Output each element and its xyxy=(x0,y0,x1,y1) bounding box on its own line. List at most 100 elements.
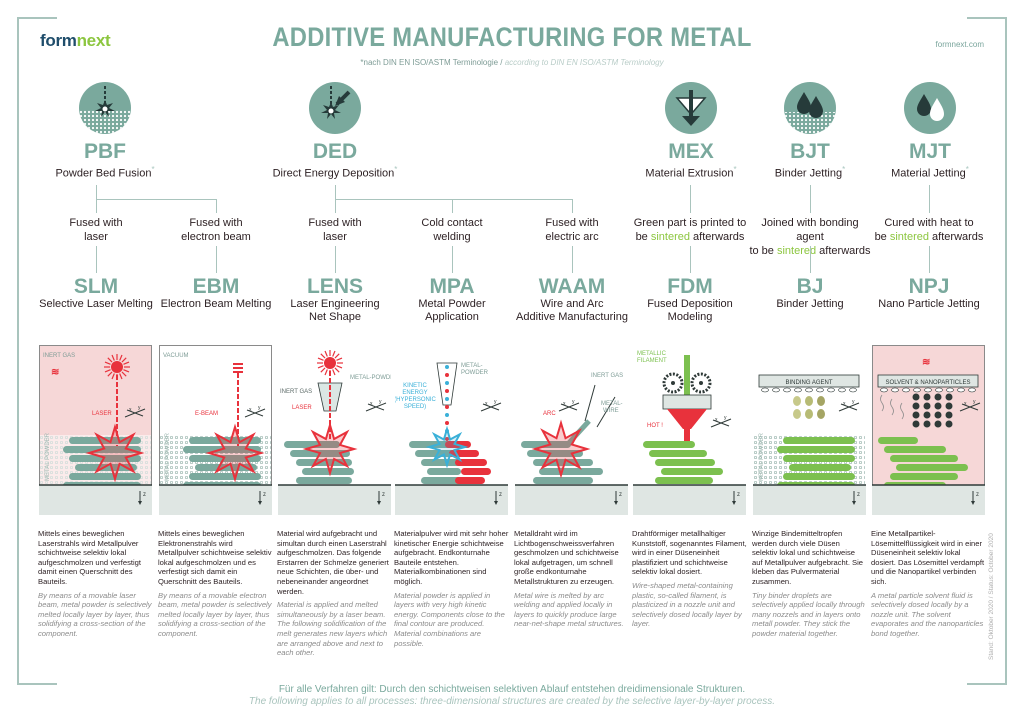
build-platform xyxy=(872,485,985,515)
svg-text:x: x xyxy=(964,401,967,407)
frame-corner xyxy=(967,17,1007,19)
description-en: Material powder is applied in layers wit… xyxy=(394,590,505,648)
asterisk: * xyxy=(965,165,969,174)
diagram-label: POWDER xyxy=(461,370,489,376)
connector-line xyxy=(572,246,573,273)
svg-text:y: y xyxy=(494,399,497,405)
method-line1: Green part is printed to xyxy=(633,217,747,229)
binder-droplets-icon xyxy=(784,82,836,134)
method-line2: be sintered afterwards xyxy=(867,230,991,244)
diagram-label: KINETIC xyxy=(403,383,427,389)
process-name-line2: Application xyxy=(425,311,479,323)
process-abbr: SLM xyxy=(73,275,119,298)
process-description: Eine Metallpartikel-Lösemittelflüssigkei… xyxy=(871,529,986,639)
process-name-line1: Fused Deposition xyxy=(647,298,733,310)
svg-text:x: x xyxy=(715,417,718,423)
svg-text:z: z xyxy=(382,492,385,498)
material-layer xyxy=(455,459,487,466)
melt-pool-burst xyxy=(531,419,591,479)
asterisk: * xyxy=(733,165,737,174)
material-layer xyxy=(461,468,491,475)
method-text: afterwards xyxy=(929,231,984,243)
category-abbr: MEX xyxy=(668,140,714,163)
laser-deposition-icon xyxy=(309,82,361,134)
process-method: Green part is printed to be sintered aft… xyxy=(628,216,752,244)
process-method: Cured with heat to be sintered afterward… xyxy=(867,216,991,244)
diagram-label: METAL POWDER xyxy=(45,432,51,481)
process-diagram-lens: METAL-POWDER INERT GAS LASER xy z xyxy=(278,345,391,515)
process-name-line1: Binder Jetting xyxy=(776,298,844,310)
material-droplets-icon xyxy=(904,82,956,134)
binder-droplets xyxy=(793,396,825,419)
diagram-label: METAL POWDER xyxy=(165,432,171,481)
melt-pool-burst xyxy=(302,421,358,477)
process-name-line1: Electron Beam Melting xyxy=(160,298,272,310)
frame-corner xyxy=(17,683,57,685)
category-mjt: MJT Material Jetting* xyxy=(850,82,1010,181)
process-slm: SLM Selective Laser Melting xyxy=(31,276,161,311)
process-description: Winzige Bindemitteltropfen werden durch … xyxy=(752,529,867,639)
method-text: laser xyxy=(323,231,347,243)
svg-text:x: x xyxy=(129,407,132,413)
method-text: welding xyxy=(433,231,471,243)
process-abbr: LENS xyxy=(306,275,363,298)
gear-icon xyxy=(690,372,712,394)
process-name-line1: Laser Engineering xyxy=(290,298,380,310)
diagram-label: METAL- xyxy=(601,401,623,407)
category-name: Material Extrusion* xyxy=(611,163,771,181)
process-abbr: BJ xyxy=(796,275,824,298)
svg-text:x: x xyxy=(563,401,566,407)
svg-text:y: y xyxy=(379,399,382,405)
material-layer xyxy=(896,464,968,471)
diagram-label: ENERGY xyxy=(402,390,427,396)
process-abbr: FDM xyxy=(667,275,713,298)
process-method: Fused with electron beam xyxy=(156,216,276,244)
melt-pool-burst xyxy=(85,423,145,483)
method-line1: Fused with xyxy=(189,217,243,229)
laser-source-icon xyxy=(317,350,343,376)
process-waam: WAAM Wire and Arc Additive Manufacturing xyxy=(507,276,637,324)
heat-icon: ≋ xyxy=(922,357,930,368)
diagram-label: (HYPERSONIC xyxy=(395,397,437,403)
material-layer xyxy=(296,477,352,484)
method-highlight: sintered xyxy=(776,245,817,257)
method-line2: be sintered afterwards xyxy=(628,230,752,244)
subtitle-de: *nach DIN EN ISO/ASTM Terminologie / xyxy=(360,58,505,67)
method-text: afterwards xyxy=(690,231,745,243)
material-layer xyxy=(189,473,261,480)
diagram-label: ARC xyxy=(543,411,556,417)
material-layer xyxy=(643,441,695,448)
material-layer xyxy=(302,468,354,475)
method-line2: to be sintered afterwards xyxy=(748,244,872,258)
material-layer xyxy=(890,455,958,462)
website-link[interactable]: formnext.com xyxy=(935,40,984,49)
laser-powder-bed-icon xyxy=(79,82,131,134)
category-abbr: MJT xyxy=(909,140,951,163)
material-layer xyxy=(539,468,603,475)
method-line1: Fused with xyxy=(545,217,599,229)
impact-burst xyxy=(425,425,469,469)
category-name-text: Direct Energy Deposition xyxy=(272,167,395,180)
category-abbr: DED xyxy=(312,140,358,163)
build-platform xyxy=(159,485,272,515)
nozzle-row xyxy=(761,387,857,393)
description-de: Winzige Bindemitteltropfen werden durch … xyxy=(752,529,864,586)
category-name-text: Material Extrusion xyxy=(645,167,734,180)
description-en: Material is applied and melted simultane… xyxy=(277,600,388,658)
z-axis-icon: z xyxy=(852,491,860,505)
method-line2: electric arc xyxy=(512,230,632,244)
vapor-icon xyxy=(880,394,904,420)
svg-text:x: x xyxy=(485,401,488,407)
nanoparticle-droplets xyxy=(912,393,953,428)
z-axis-icon: z xyxy=(377,491,385,505)
category-name: Material Jetting* xyxy=(850,163,1010,181)
description-en: By means of a movable electron beam, met… xyxy=(158,590,272,638)
category-name-text: Binder Jetting xyxy=(774,167,843,180)
build-platform xyxy=(515,485,628,515)
